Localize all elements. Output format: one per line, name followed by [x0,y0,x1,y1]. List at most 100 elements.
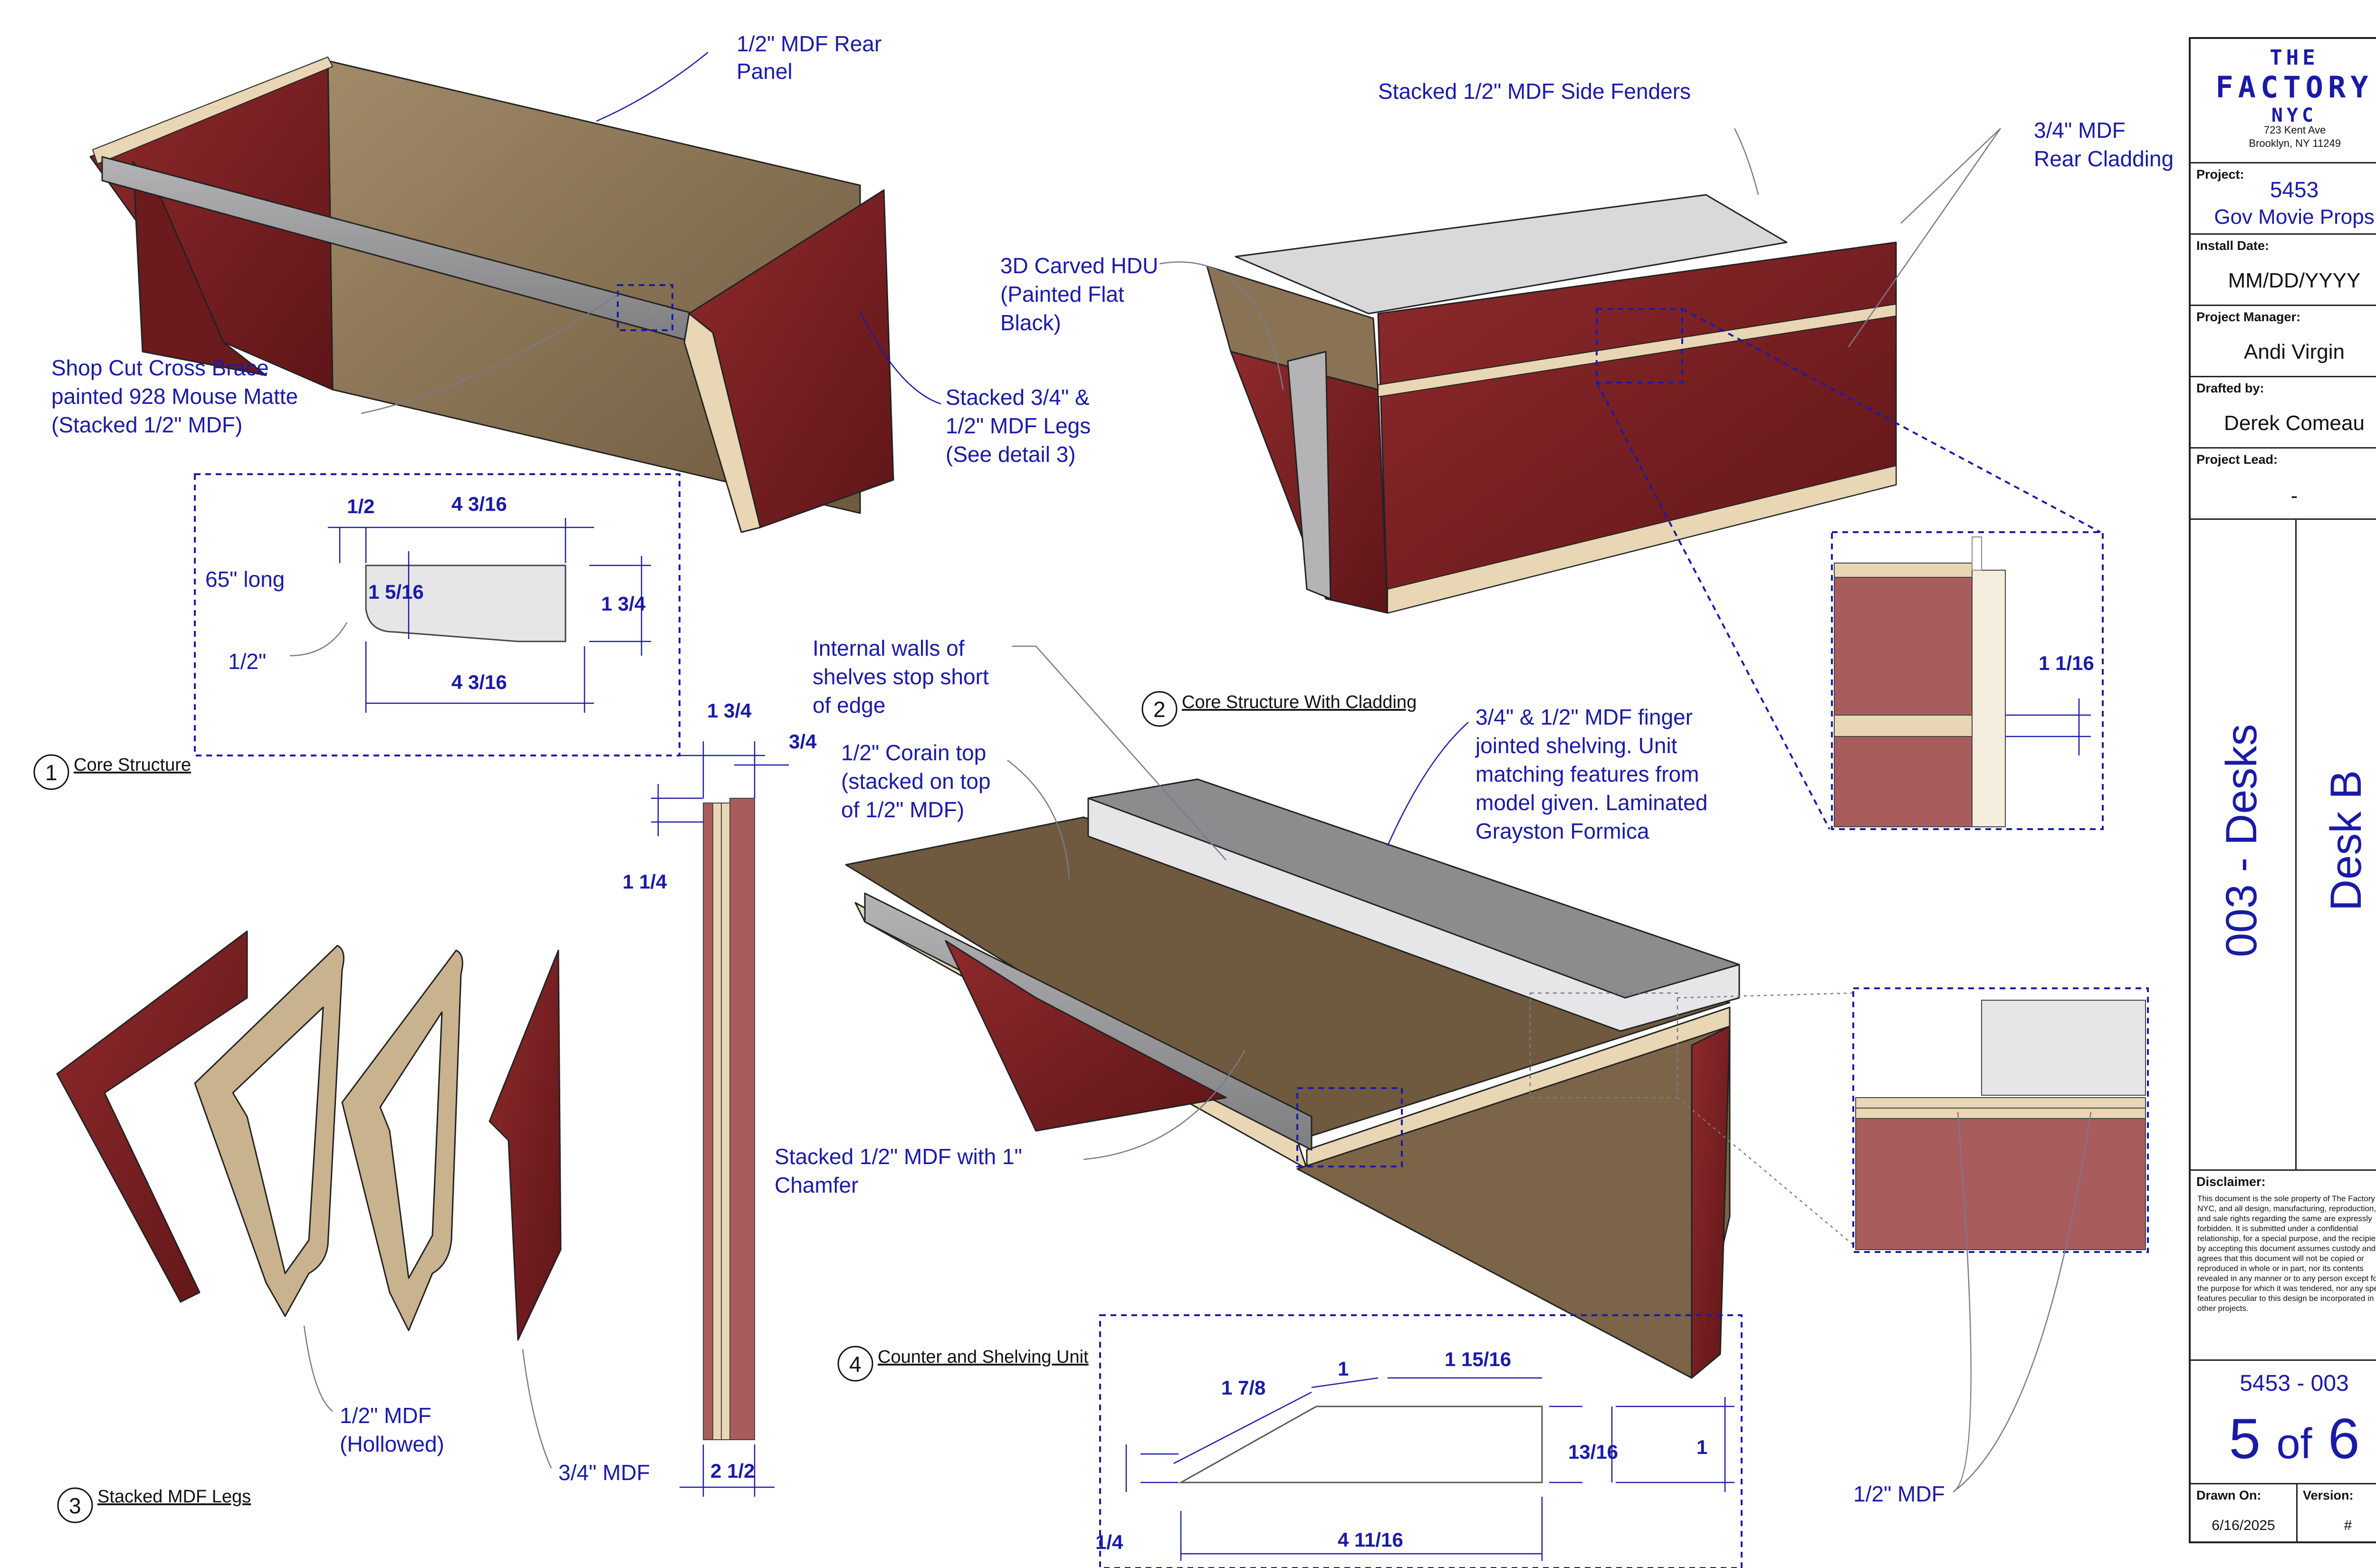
chamfer-callout: Stacked 1/2" MDF with 1"Chamfer [775,1144,1022,1197]
half-inch-callout: 1/2" [228,649,266,674]
logo-cell: THE FACTORY NYC 723 Kent Ave Brooklyn, N… [2191,39,2376,163]
brace-detail-marker [617,284,673,331]
hollowed-leg-1 [194,945,345,1317]
hollowed-callout: 1/2" MDF(Hollowed) [340,1403,444,1456]
hollowed-leg-2 [341,949,463,1331]
dim-half: 1/2 [347,495,374,517]
half-mdf-leader [1953,1111,2092,1493]
detail-4-caption: 4 Counter and Shelving Unit [837,1346,1089,1382]
factory-logo: THE FACTORY NYC [2215,46,2373,126]
dim-top-width: 4 3/16 [451,493,507,515]
legs-leader [859,311,941,405]
shelf-detail-marker [1529,992,1678,1099]
leg-section [651,741,789,1497]
counter-dim-g: 4 11/16 [1338,1529,1403,1551]
brace-profile [365,564,566,642]
fenders-callout: Stacked 1/2" MDF Side Fenders [1378,79,1691,104]
drafted-name: Derek Comeau [2224,411,2365,435]
hdu-shape [1287,351,1332,600]
disclaimer-label: Disclaimer: [2196,1175,2266,1189]
counter-dim-f: 1/4 [1095,1531,1123,1553]
project-number: 5453 [2270,177,2319,202]
shelf-edge-frame [1852,987,2149,1253]
counter-section-frame [1099,1314,1743,1568]
svg-text:1: 1 [45,760,57,785]
dim-right-height: 1 3/4 [601,593,646,615]
counter-dim-d: 13/16 [1568,1441,1618,1463]
counter-left-support [945,940,1227,1132]
lead-label: Project Lead: [2196,452,2278,467]
sheet-title-cell: 003 - Desks Desk B [2191,520,2376,1171]
corain-leader [1007,760,1070,880]
outer-leg-right [489,949,562,1341]
length-callout: 65" long [205,567,285,592]
leg-dim-bottom: 2 1/2 [710,1460,755,1482]
pm-label: Project Manager: [2196,310,2301,324]
leg-dim-left: 1 1/4 [623,870,667,893]
project-cell: Project: 5453 Gov Movie Props [2191,163,2376,235]
legs-callout: Stacked 3/4" &1/2" MDF Legs(See detail 3… [946,385,1091,467]
cross-brace-leader [361,294,618,414]
top-rim-shape [1235,194,1788,315]
cladding-detail [1831,531,2104,830]
clad-structure-model [1206,194,1897,614]
internal-walls-leader [1012,645,1226,860]
svg-text:Core Structure: Core Structure [74,755,191,775]
drawn-cell: Drawn On: 6/16/2025 Version: # [2191,1484,2376,1543]
brace-section-frame [194,473,680,756]
svg-text:2: 2 [1153,697,1166,722]
fenders-leader [1734,128,1759,195]
sheet-count: 5 of 6 [2229,1407,2360,1471]
shelving-leader [1387,722,1469,846]
drafted-cell: Drafted by: Derek Comeau [2191,377,2376,449]
left-leg-edge [92,56,334,165]
three-quarter-leader [522,1349,552,1469]
leg-dim-side: 3/4 [789,730,817,753]
rear-cladding-leader [1848,128,2002,347]
title-block: THE FACTORY NYC 723 Kent Ave Brooklyn, N… [2189,37,2376,1543]
dim-left-height: 1 5/16 [368,581,424,603]
counter-right-support [1691,1025,1731,1379]
half-inch-leader [289,622,348,657]
lead-name: - [2290,484,2298,507]
clad-dim: 1 1/16 [2039,652,2094,674]
detail-2-caption: 2 Core Structure With Cladding [1141,691,1417,727]
right-leg-edge [683,313,761,533]
counter-dim-a: 1 7/8 [1221,1377,1265,1399]
install-cell: Install Date: MM/DD/YYYY [2191,235,2376,306]
disclaimer-cell: Disclaimer: This document is the sole pr… [2191,1171,2376,1361]
hdu-leader [1159,261,1284,390]
version-label: Version: [2303,1488,2354,1502]
pm-cell: Project Manager: Andi Virgin [2191,306,2376,377]
cladding-detail-frame [1831,531,2104,830]
svg-text:Stacked MDF Legs: Stacked MDF Legs [97,1487,251,1507]
svg-text:3: 3 [69,1493,81,1518]
counter-dim-b: 1 [1338,1358,1349,1380]
leg-dim-top: 1 3/4 [707,699,752,722]
dim-bottom-width: 4 3/16 [451,671,507,693]
clad-base-strip [1387,465,1897,614]
counter-dim-e: 1 [1696,1436,1707,1458]
address-line-2: Brooklyn, NY 11249 [2249,137,2341,149]
legs-exploded [56,930,562,1341]
svg-text:Core Structure With Cladding: Core Structure With Cladding [1182,692,1417,712]
counter-back-panel [1296,1025,1731,1379]
pm-name: Andi Virgin [2244,340,2345,363]
sheet-code: 5453 - 003 [2240,1371,2349,1396]
install-date: MM/DD/YYYY [2228,269,2361,292]
three-quarter-callout: 3/4" MDF [558,1460,650,1485]
half-mdf-callout: 1/2" MDF [1853,1482,1945,1506]
address-line-1: 723 Kent Ave [2263,124,2326,136]
svg-text:Counter and Shelving Unit: Counter and Shelving Unit [878,1347,1089,1367]
sheet-number-cell: 5453 - 003 5 of 6 [2191,1361,2376,1484]
counter-model [845,778,1740,1379]
outer-leg-left [56,930,248,1303]
detail-3-caption: 3 Stacked MDF Legs [57,1487,251,1523]
